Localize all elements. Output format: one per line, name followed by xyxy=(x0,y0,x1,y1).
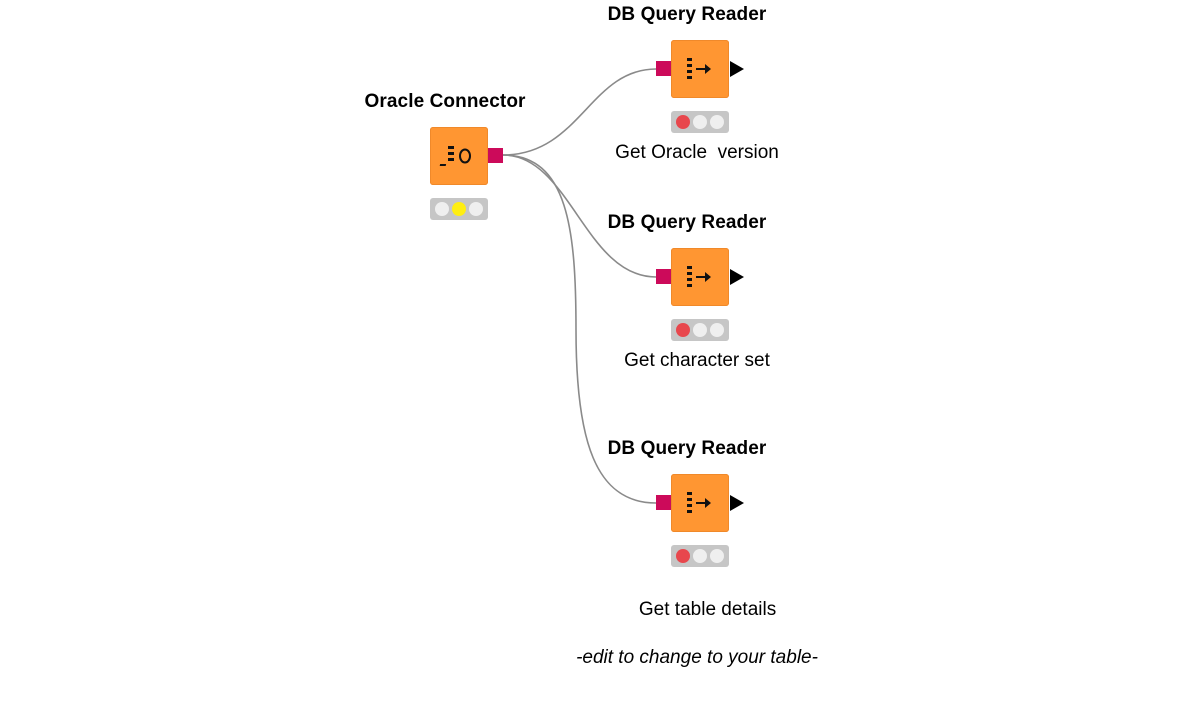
status-light-red xyxy=(676,549,690,563)
node-label-query-reader-1: Get Oracle version xyxy=(615,142,779,163)
connection-1[interactable] xyxy=(502,68,657,156)
status-light-green xyxy=(710,323,724,337)
status-light-green xyxy=(710,549,724,563)
input-port-db[interactable] xyxy=(656,495,671,510)
node-title-query-reader-1: DB Query Reader xyxy=(607,4,767,25)
input-port-db[interactable] xyxy=(656,269,671,284)
node-status-oracle-connector xyxy=(430,198,488,220)
status-light-red xyxy=(676,323,690,337)
workflow-canvas[interactable]: Oracle Connector DB Query Reader xyxy=(0,0,1200,668)
output-port-table[interactable] xyxy=(730,269,744,285)
status-light-yellow xyxy=(452,202,466,216)
output-port-table[interactable] xyxy=(730,61,744,77)
status-light-yellow xyxy=(693,549,707,563)
node-oracle-connector[interactable] xyxy=(430,127,503,185)
node-query-reader-3[interactable] xyxy=(656,474,744,532)
db-query-reader-icon xyxy=(687,492,711,513)
status-light-red xyxy=(676,115,690,129)
node-status-query-reader-3 xyxy=(671,545,729,567)
status-light-yellow xyxy=(693,323,707,337)
node-label-query-reader-3: Get table details -edit to change to you… xyxy=(576,577,818,713)
status-light-red xyxy=(435,202,449,216)
status-light-green xyxy=(710,115,724,129)
node-title-query-reader-3: DB Query Reader xyxy=(607,438,767,459)
node-status-query-reader-2 xyxy=(671,319,729,341)
node-title-query-reader-2: DB Query Reader xyxy=(607,212,767,233)
node-status-query-reader-1 xyxy=(671,111,729,133)
status-light-yellow xyxy=(693,115,707,129)
oracle-connector-icon xyxy=(439,146,471,166)
connection-2[interactable] xyxy=(502,154,657,278)
db-query-reader-icon xyxy=(687,58,711,79)
node-query-reader-2[interactable] xyxy=(656,248,744,306)
status-light-green xyxy=(469,202,483,216)
db-query-reader-icon xyxy=(687,266,711,287)
output-port-table[interactable] xyxy=(730,495,744,511)
node-note: -edit to change to your table- xyxy=(576,647,818,668)
node-label-text: Get table details xyxy=(638,599,777,620)
output-port-db[interactable] xyxy=(488,148,503,163)
node-title-oracle-connector: Oracle Connector xyxy=(364,91,526,112)
node-query-reader-1[interactable] xyxy=(656,40,744,98)
connections-layer xyxy=(502,68,657,504)
connection-3[interactable] xyxy=(502,154,657,504)
node-label-query-reader-2: Get character set xyxy=(624,350,770,371)
input-port-db[interactable] xyxy=(656,61,671,76)
